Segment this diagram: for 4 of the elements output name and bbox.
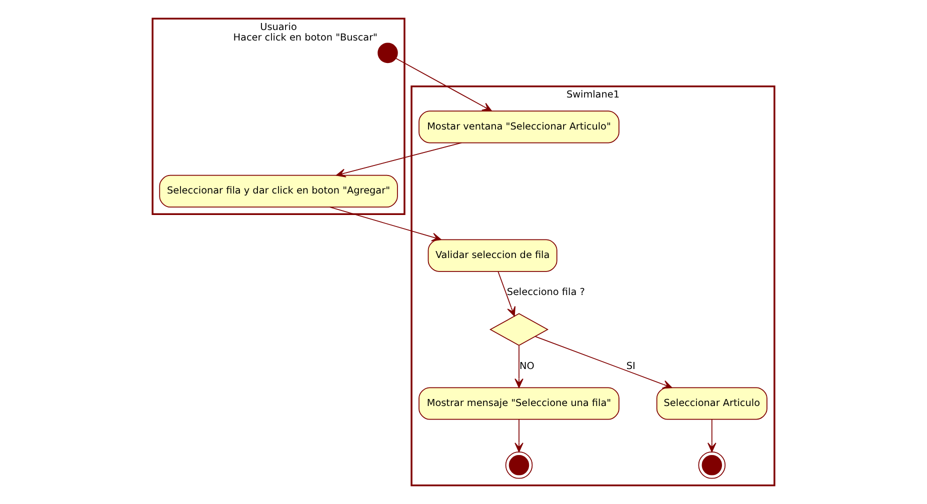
edge-label: Selecciono fila ?: [506, 286, 585, 298]
node-label: Hacer click en boton "Buscar": [233, 32, 378, 44]
edge-label: SI: [626, 360, 636, 372]
edge-label: NO: [519, 360, 534, 372]
